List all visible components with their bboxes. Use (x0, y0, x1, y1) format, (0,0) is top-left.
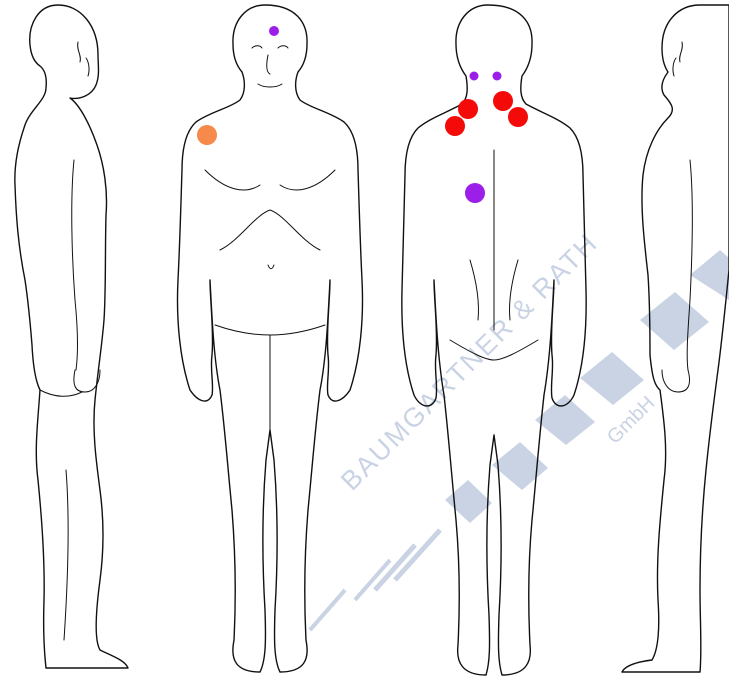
marker-forehead (269, 26, 279, 36)
marker-upper-neck-right (493, 72, 502, 81)
marker-neck-left (458, 99, 478, 119)
marker-mid-back (465, 183, 485, 203)
marker-front-shoulder (197, 125, 217, 145)
logo-block (492, 442, 548, 490)
logo-block (580, 352, 644, 405)
logo-stripe (310, 590, 345, 630)
marker-neck-right (493, 91, 513, 111)
marker-shoulder-right (508, 107, 528, 127)
marker-shoulder-left (445, 116, 465, 136)
figure-front (178, 5, 363, 672)
figure-side-left (15, 5, 128, 668)
watermark: BAUMGARTNER & RATH GmbH (310, 228, 729, 630)
marker-upper-neck-left (470, 72, 479, 81)
logo-block (535, 395, 595, 445)
logo-stripe (395, 530, 440, 580)
pain-markers (197, 26, 528, 203)
watermark-company-name: BAUMGARTNER & RATH (335, 228, 604, 497)
logo-block (445, 480, 492, 523)
logo-block (690, 250, 729, 300)
